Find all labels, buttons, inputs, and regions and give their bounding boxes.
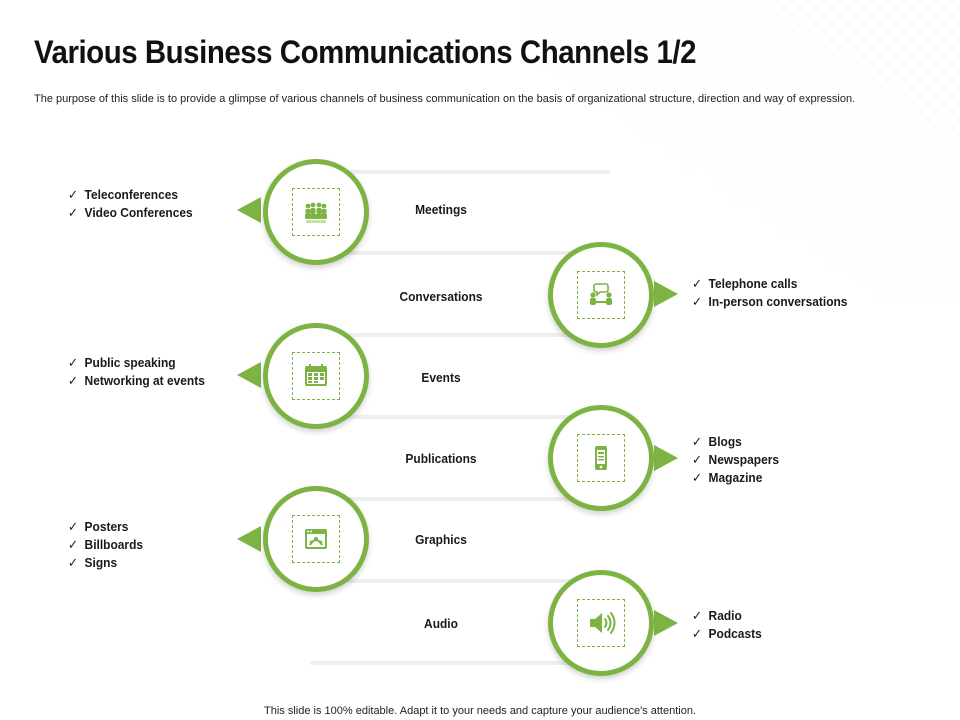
check-icon: ✓ xyxy=(68,205,79,220)
check-icon: ✓ xyxy=(692,434,703,449)
pointer-arrow-left xyxy=(237,526,261,552)
pointer-arrow-right xyxy=(654,610,678,636)
divider-bar xyxy=(310,333,610,337)
check-icon: ✓ xyxy=(692,608,703,623)
channel-circle-audio xyxy=(548,570,654,676)
check-icon: ✓ xyxy=(68,537,79,552)
channel-label-events: Events xyxy=(421,370,461,385)
bullet-list-meetings: ✓Teleconferences ✓Video Conferences xyxy=(68,186,204,222)
bullet-list-events: ✓Public speaking ✓Networking at events xyxy=(68,354,217,390)
check-icon: ✓ xyxy=(692,452,703,467)
check-icon: ✓ xyxy=(68,519,79,534)
bullet-item: ✓Magazine xyxy=(692,470,763,485)
check-icon: ✓ xyxy=(68,373,79,388)
bullet-item: ✓Telephone calls xyxy=(692,276,798,291)
icon-frame xyxy=(577,434,625,482)
calendar-icon xyxy=(305,364,327,386)
channel-label-publications: Publications xyxy=(405,451,477,466)
icon-frame xyxy=(577,271,625,319)
bullet-list-audio: ✓Radio ✓Podcasts xyxy=(692,607,768,643)
check-icon: ✓ xyxy=(692,470,703,485)
channel-circle-events xyxy=(263,323,369,429)
pointer-arrow-left xyxy=(237,197,261,223)
check-icon: ✓ xyxy=(692,626,703,641)
bullet-item: ✓Blogs xyxy=(692,434,742,449)
pointer-arrow-left xyxy=(237,362,261,388)
graphics-window-icon xyxy=(305,529,327,549)
channel-label-graphics: Graphics xyxy=(415,532,467,547)
slide-footer: This slide is 100% editable. Adapt it to… xyxy=(264,705,696,717)
bullet-item: ✓Teleconferences xyxy=(68,187,179,202)
channel-label-conversations: Conversations xyxy=(399,289,483,304)
pointer-arrow-right xyxy=(654,281,678,307)
bullet-item: ✓Networking at events xyxy=(68,373,205,388)
pointer-arrow-right xyxy=(654,445,678,471)
channel-label-meetings: Meetings xyxy=(415,202,467,217)
check-icon: ✓ xyxy=(68,355,79,370)
icon-frame xyxy=(292,352,340,400)
slide-title: Various Business Communications Channels… xyxy=(34,34,696,70)
bullet-item: ✓Podcasts xyxy=(692,626,762,641)
bullet-item: ✓Signs xyxy=(68,555,118,570)
bullet-item: ✓In-person conversations xyxy=(692,294,848,309)
check-icon: ✓ xyxy=(692,294,703,309)
divider-bar xyxy=(310,579,610,583)
divider-bar xyxy=(310,170,610,174)
bullet-item: ✓Posters xyxy=(68,519,129,534)
icon-frame xyxy=(292,515,340,563)
bullet-item: ✓Radio xyxy=(692,608,742,623)
bullet-list-graphics: ✓Posters ✓Billboards ✓Signs xyxy=(68,518,150,572)
bullet-list-publications: ✓Blogs ✓Newspapers ✓Magazine xyxy=(692,433,787,487)
icon-frame xyxy=(292,188,340,236)
speaker-icon xyxy=(590,612,616,634)
divider-bar xyxy=(310,415,610,419)
conversation-icon xyxy=(590,283,612,305)
bullet-item: ✓Public speaking xyxy=(68,355,176,370)
bullet-item: ✓Billboards xyxy=(68,537,144,552)
bullet-list-conversations: ✓Telephone calls ✓In-person conversation… xyxy=(692,275,861,311)
check-icon: ✓ xyxy=(68,555,79,570)
bullet-item: ✓Newspapers xyxy=(692,452,780,467)
channel-circle-graphics xyxy=(263,486,369,592)
mobile-phone-icon xyxy=(595,446,607,470)
channel-label-audio: Audio xyxy=(424,616,458,631)
divider-bar xyxy=(310,251,610,255)
divider-bar xyxy=(310,497,610,501)
slide-subtitle: The purpose of this slide is to provide … xyxy=(34,93,856,105)
channel-circle-publications xyxy=(548,405,654,511)
divider-bar xyxy=(310,661,610,665)
bullet-item: ✓Video Conferences xyxy=(68,205,193,220)
check-icon: ✓ xyxy=(68,187,79,202)
meeting-icon xyxy=(305,202,327,223)
channel-circle-conversations xyxy=(548,242,654,348)
check-icon: ✓ xyxy=(692,276,703,291)
channel-circle-meetings xyxy=(263,159,369,265)
icon-frame xyxy=(577,599,625,647)
